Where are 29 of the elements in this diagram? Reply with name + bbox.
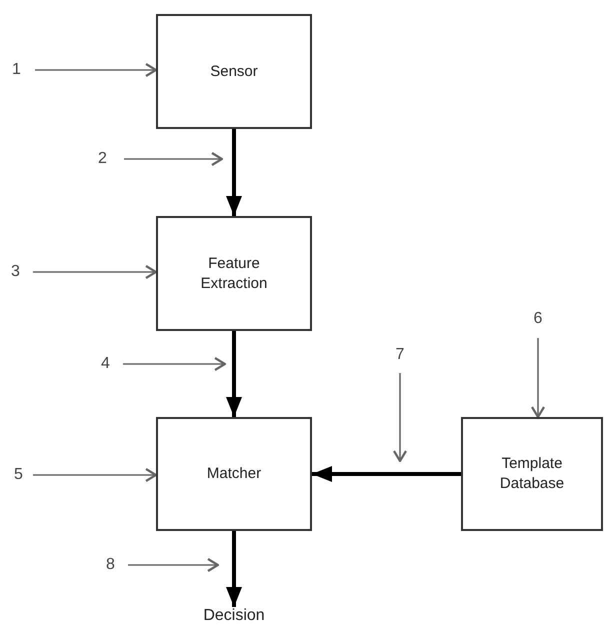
callout-number: 4 [101,355,110,373]
arrow [392,373,408,462]
arrow [128,558,220,572]
arrow [226,531,242,607]
callout-number: 3 [11,263,20,281]
box-label: Template Database [498,454,566,494]
box-label: Feature Extraction [200,254,268,294]
process-box [156,417,312,531]
arrow [35,62,158,78]
callout-number: 8 [106,556,115,574]
output-label: Decision [203,607,265,625]
callout-number: 5 [14,466,23,484]
callout-number: 2 [98,150,107,168]
box-label: Matcher [206,464,262,484]
arrow [124,152,224,166]
callout-number: 6 [534,310,542,328]
arrow [226,331,242,417]
arrow [226,129,242,216]
arrow [33,468,158,482]
callout-number: 7 [396,346,404,364]
process-box [156,14,312,129]
arrow [123,356,226,372]
process-box [156,216,312,331]
arrow [312,466,461,482]
arrow [33,264,158,280]
callout-number: 1 [12,61,21,79]
arrow [530,338,546,418]
box-label: Sensor [210,62,258,82]
process-box [461,417,603,531]
